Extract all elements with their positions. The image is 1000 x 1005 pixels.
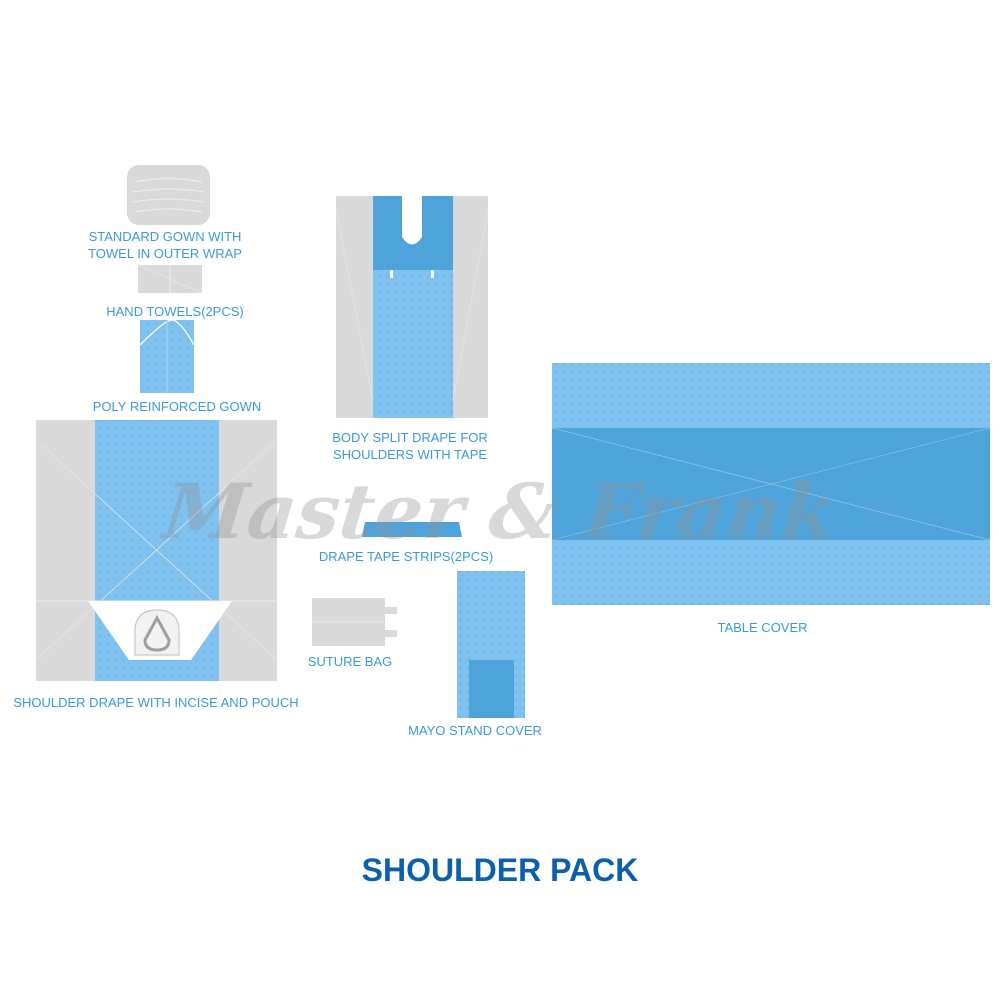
- label-gown-outer-wrap: STANDARD GOWN WITH TOWEL IN OUTER WRAP: [60, 228, 270, 262]
- label-table-cover: TABLE COVER: [717, 620, 808, 635]
- page-title: SHOULDER PACK: [361, 852, 639, 888]
- label-tape-strips: DRAPE TAPE STRIPS(2PCS): [318, 549, 494, 564]
- suture-bag-image: [312, 598, 397, 646]
- label-hand-towels: HAND TOWELS(2PCS): [106, 304, 244, 319]
- body-split-drape-image: [335, 196, 489, 418]
- label-mayo-cover: MAYO STAND COVER: [408, 723, 542, 738]
- watermark-logo: Master & Frank: [156, 466, 839, 556]
- label-body-split: BODY SPLIT DRAPE FOR SHOULDERS WITH TAPE: [312, 429, 508, 463]
- gown-outer-wrap-image: [127, 165, 210, 225]
- label-shoulder-drape: SHOULDER DRAPE WITH INCISE AND POUCH: [13, 695, 299, 710]
- tape-strips-image: [362, 522, 462, 537]
- hand-towels-image: [137, 264, 203, 294]
- label-gown-outer-wrap-text: STANDARD GOWN WITH TOWEL IN OUTER WRAP: [88, 229, 242, 261]
- shoulder-drape-image: [35, 420, 278, 681]
- label-body-split-text: BODY SPLIT DRAPE FOR SHOULDERS WITH TAPE: [332, 430, 488, 462]
- poly-gown-image: [139, 319, 195, 393]
- mayo-cover-image: [457, 571, 525, 718]
- table-cover-image: [551, 363, 991, 605]
- label-suture-bag: SUTURE BAG: [307, 654, 393, 669]
- label-poly-gown: POLY REINFORCED GOWN: [92, 399, 262, 414]
